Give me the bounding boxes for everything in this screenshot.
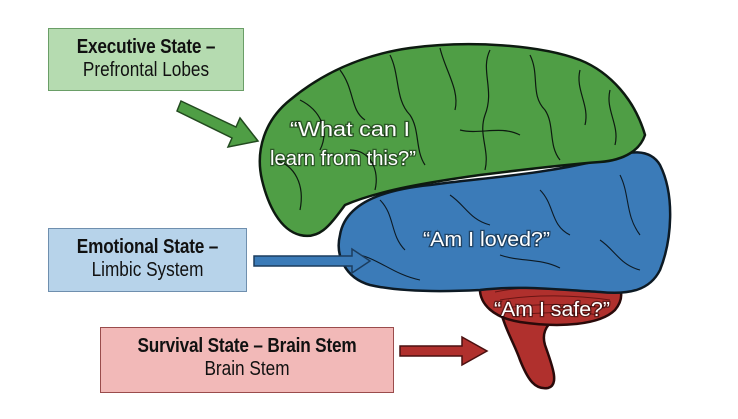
survival-question: “Am I safe?” xyxy=(494,299,610,321)
executive-state-label: Executive State – Prefrontal Lobes xyxy=(48,28,244,91)
emotional-question: “Am I loved?” xyxy=(423,229,550,251)
executive-state-title: Executive State – xyxy=(76,36,216,58)
executive-question-line1: “What can I xyxy=(290,119,410,141)
survival-state-label: Survival State – Brain Stem Brain Stem xyxy=(100,327,394,393)
emotional-arrow xyxy=(253,247,372,275)
limbic-region xyxy=(337,151,672,294)
executive-state-subtitle: Prefrontal Lobes xyxy=(82,59,210,81)
survival-arrow xyxy=(399,335,489,367)
survival-state-title: Survival State – Brain Stem xyxy=(137,335,357,357)
emotional-state-title: Emotional State – xyxy=(76,236,219,258)
emotional-state-subtitle: Limbic System xyxy=(91,259,204,281)
cortex-folds xyxy=(274,47,617,211)
survival-state-subtitle: Brain Stem xyxy=(204,358,290,380)
cortex-region xyxy=(258,43,647,238)
limbic-folds xyxy=(359,174,641,281)
executive-arrow xyxy=(176,99,260,149)
emotional-state-label: Emotional State – Limbic System xyxy=(48,228,247,292)
executive-question-line2: learn from this?” xyxy=(270,148,416,170)
